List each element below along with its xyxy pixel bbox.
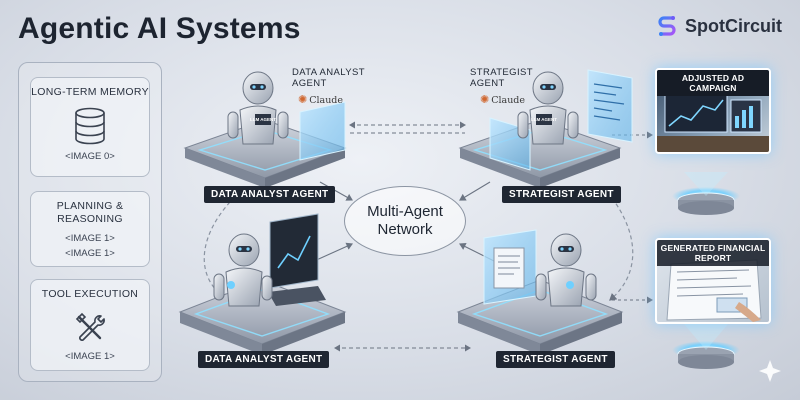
connector-tl-center	[319, 181, 353, 201]
output-pedestal-top	[672, 172, 740, 215]
multi-agent-network-node: Multi-Agent Network	[344, 186, 466, 256]
claude-spark-icon: ✺	[298, 93, 308, 106]
long-term-memory-card: LONG-TERM MEMORY <IMAGE 0>	[30, 77, 150, 177]
agent-node-top-right: LLM AGENT	[458, 69, 633, 188]
output-pedestal-bottom	[672, 324, 740, 369]
report-image	[666, 259, 762, 322]
claude-spark-icon: ✺	[480, 93, 490, 106]
card-subtitle: <IMAGE 1>	[65, 248, 115, 259]
tool-execution-card: TOOL EXECUTION <IMAGE 1>	[30, 279, 150, 371]
agent-node-bottom-right	[456, 229, 624, 355]
agent-plate: STRATEGIST AGENT	[502, 186, 621, 203]
agent-plate: STRATEGIST AGENT	[496, 351, 615, 368]
agent-plate: DATA ANALYST AGENT	[204, 186, 336, 203]
capabilities-panel: LONG-TERM MEMORY <IMAGE 0> PLANNING & RE…	[18, 62, 162, 382]
agent-plate: DATA ANALYST AGENT	[198, 351, 330, 368]
model-badge: ✺Claude	[298, 93, 344, 106]
card-subtitle: <IMAGE 1>	[65, 233, 115, 244]
dashboard-image	[657, 91, 769, 152]
agent-node-bottom-left	[178, 213, 347, 355]
robot-screen-text: LLM AGENT	[531, 117, 557, 122]
output-title: GENERATED FINANCIAL REPORT	[657, 240, 769, 266]
robot-screen-text: LLM AGENT	[250, 117, 276, 122]
card-subtitle: <IMAGE 0>	[65, 151, 115, 162]
card-title: TOOL EXECUTION	[41, 288, 139, 300]
brand-name: SpotCircuit	[685, 15, 782, 36]
connector-bl-center	[311, 242, 354, 263]
card-subtitle: <IMAGE 1>	[65, 351, 115, 362]
page-title: Agentic AI Systems	[18, 12, 301, 45]
planning-reasoning-card: PLANNING & REASONING <IMAGE 1> <IMAGE 1>	[30, 191, 150, 267]
sparkle-icon	[759, 360, 781, 382]
ad-campaign-output: ADJUSTED AD CAMPAIGN	[655, 68, 771, 154]
tools-icon	[75, 312, 105, 341]
card-title: LONG-TERM MEMORY	[31, 86, 149, 98]
model-badge: ✺Claude	[480, 93, 526, 106]
flow-arc-right	[609, 197, 634, 301]
spotcircuit-logo-icon	[658, 16, 676, 36]
connector-tr-center	[459, 181, 491, 201]
card-title: PLANNING & REASONING	[56, 200, 124, 225]
financial-report-output: GENERATED FINANCIAL REPORT	[655, 238, 771, 324]
agent-caption: STRATEGIST AGENT	[470, 67, 533, 89]
brand: SpotCircuit	[655, 14, 782, 38]
agent-caption: DATA ANALYST AGENT	[292, 67, 365, 89]
agent-node-top-left: LLM AGENT	[183, 71, 347, 188]
output-title: ADJUSTED AD CAMPAIGN	[657, 70, 769, 96]
database-icon	[75, 107, 105, 145]
